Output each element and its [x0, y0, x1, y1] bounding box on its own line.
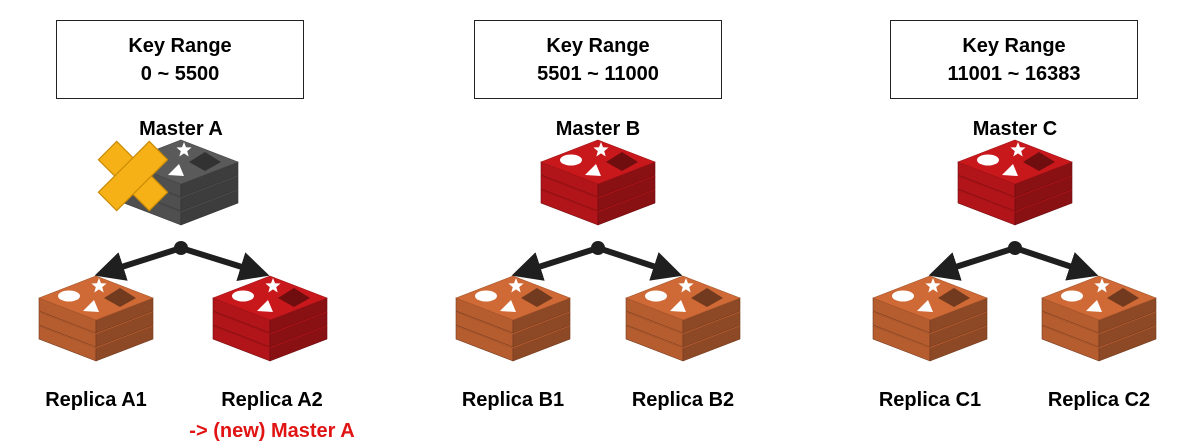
- logo-triangle-icon: [168, 164, 184, 176]
- logo-star-icon: [925, 278, 941, 293]
- logo-star-icon: [91, 278, 107, 293]
- logo-diamond-icon: [938, 288, 970, 307]
- key-range-value: 5501 ~ 11000: [537, 62, 659, 85]
- replica-label-a1: Replica A1: [45, 389, 147, 411]
- replica-node-c2: [1041, 275, 1157, 362]
- replica-label-a2: Replica A2: [221, 389, 323, 411]
- master-node-b: [540, 139, 656, 226]
- replication-arrow-b1: [511, 245, 601, 281]
- logo-triangle-icon: [917, 300, 933, 312]
- logo-oval-icon: [977, 154, 999, 166]
- logo-triangle-icon: [83, 300, 99, 312]
- logo-triangle-icon: [1002, 164, 1018, 176]
- replication-arrow-b2: [595, 245, 683, 281]
- replica-node-b2: [625, 275, 741, 362]
- logo-diamond-icon: [189, 152, 221, 171]
- logo-oval-icon: [232, 290, 254, 302]
- master-label-a: Master A: [139, 118, 223, 140]
- replica-node-a1: [38, 275, 154, 362]
- master-label-b: Master B: [555, 118, 641, 140]
- replica-node-a2: [212, 275, 328, 362]
- logo-oval-icon: [560, 154, 582, 166]
- arrow-junction-dot: [174, 241, 188, 255]
- logo-diamond-icon: [278, 288, 310, 307]
- replica-node-b1: [455, 275, 571, 362]
- failure-x-icon: [97, 140, 169, 212]
- logo-oval-icon: [1061, 290, 1083, 302]
- logo-oval-icon: [892, 290, 914, 302]
- logo-diamond-icon: [104, 288, 136, 307]
- logo-oval-icon: [645, 290, 667, 302]
- key-range-title: Key Range: [128, 34, 232, 57]
- logo-star-icon: [1094, 278, 1110, 293]
- logo-diamond-icon: [1107, 288, 1139, 307]
- logo-diamond-icon: [521, 288, 553, 307]
- logo-triangle-icon: [500, 300, 516, 312]
- logo-triangle-icon: [1086, 300, 1102, 312]
- logo-triangle-icon: [585, 164, 601, 176]
- logo-diamond-icon: [606, 152, 638, 171]
- replication-arrow-a2: [178, 245, 270, 281]
- replication-arrow-c2: [1012, 245, 1099, 281]
- key-range-box-b: Key Range 5501 ~ 11000: [474, 20, 722, 99]
- logo-star-icon: [508, 278, 524, 293]
- logo-diamond-icon: [691, 288, 723, 307]
- key-range-value: 0 ~ 5500: [140, 62, 220, 85]
- logo-oval-icon: [58, 290, 80, 302]
- logo-star-icon: [593, 142, 609, 157]
- key-range-box-c: Key Range 11001 ~ 16383: [890, 20, 1138, 99]
- logo-star-icon: [1010, 142, 1026, 157]
- key-range-title: Key Range: [962, 34, 1066, 57]
- master-label-c: Master C: [972, 118, 1058, 140]
- logo-triangle-icon: [257, 300, 273, 312]
- logo-star-icon: [176, 142, 192, 157]
- logo-triangle-icon: [670, 300, 686, 312]
- logo-oval-icon: [475, 290, 497, 302]
- replication-arrow-a1: [94, 245, 184, 281]
- replication-arrow-c1: [928, 245, 1018, 281]
- replica-label-b1: Replica B1: [461, 389, 565, 411]
- replica-label-b2: Replica B2: [631, 389, 735, 411]
- replica-label-c1: Replica C1: [878, 389, 982, 411]
- replica-node-c1: [872, 275, 988, 362]
- key-range-box-a: Key Range 0 ~ 5500: [56, 20, 304, 99]
- promotion-note: -> (new) Master A: [189, 420, 355, 442]
- logo-diamond-icon: [1023, 152, 1055, 171]
- logo-star-icon: [265, 278, 281, 293]
- arrow-junction-dot: [1008, 241, 1022, 255]
- key-range-value: 11001 ~ 16383: [947, 62, 1081, 85]
- master-node-c: [957, 139, 1073, 226]
- replica-label-c2: Replica C2: [1047, 389, 1151, 411]
- arrow-junction-dot: [591, 241, 605, 255]
- logo-star-icon: [678, 278, 694, 293]
- key-range-title: Key Range: [546, 34, 650, 57]
